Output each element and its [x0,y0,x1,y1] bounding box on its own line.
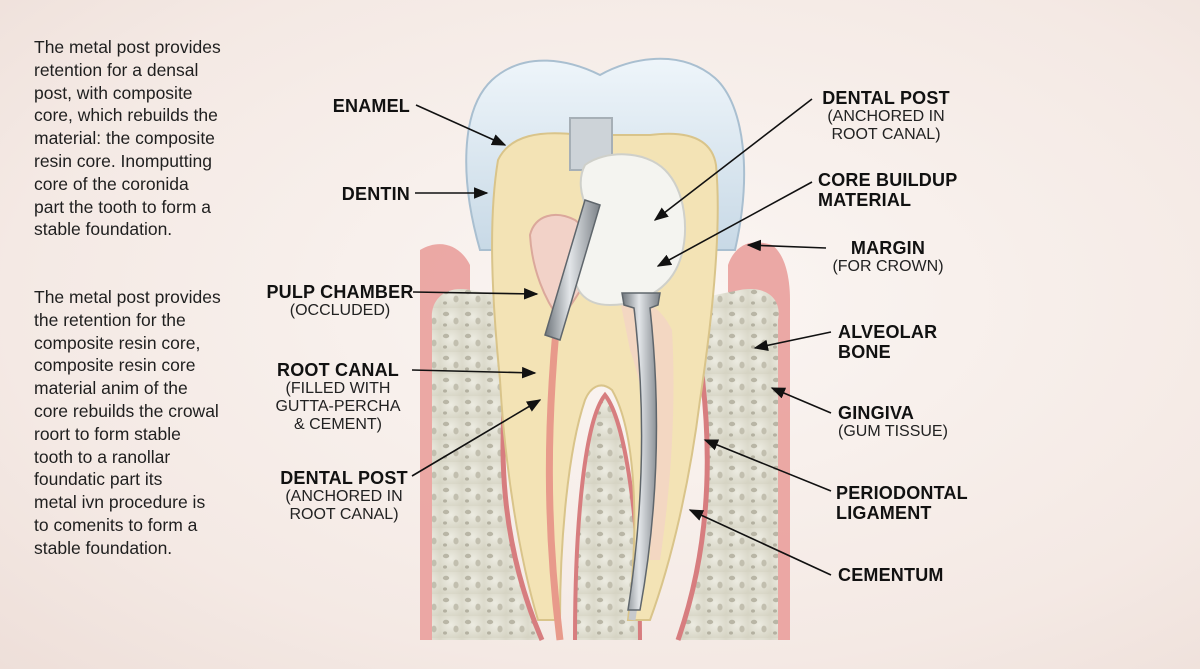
leader-enamel [415,104,507,146]
label-margin: MARGIN (FOR CROWN) [832,238,944,275]
leader-post-right [653,98,813,221]
label-root-canal: ROOT CANAL (FILLED WITH GUTTA-PERCHA & C… [275,360,401,433]
label-dentin: DENTIN [341,184,410,204]
root-canal-left [545,329,564,641]
leader-bone [753,331,832,351]
leader-cementum [688,509,832,576]
label-periodontal-ligament: PERIODONTAL LIGAMENT [836,483,968,523]
label-alveolar-bone: ALVEOLAR BONE [838,322,938,362]
dental-post-left [544,199,601,341]
leader-pdl [703,439,832,492]
label-pulp-chamber: PULP CHAMBER (OCCLUDED) [266,282,414,319]
label-gingiva: GINGIVA (GUM TISSUE) [838,403,948,440]
leader-pulp [412,288,539,300]
label-core-buildup: CORE BUILDUP MATERIAL [818,170,958,210]
label-enamel: ENAMEL [332,96,410,116]
description-paragraph-2: The metal post provides the retention fo… [34,287,221,558]
label-dental-post-right: DENTAL POST (ANCHORED IN ROOT CANAL) [822,88,950,143]
leader-gingiva [770,387,832,414]
label-cementum: CEMENTUM [838,565,944,585]
description-paragraph-1: The metal post provides retention for a … [34,37,221,240]
label-dental-post-left: DENTAL POST (ANCHORED IN ROOT CANAL) [280,468,408,523]
leader-margin [746,239,827,252]
leader-post-left [411,399,542,477]
dental-post-right [621,292,661,611]
leader-core [656,181,813,267]
leader-root-canal [411,366,537,379]
